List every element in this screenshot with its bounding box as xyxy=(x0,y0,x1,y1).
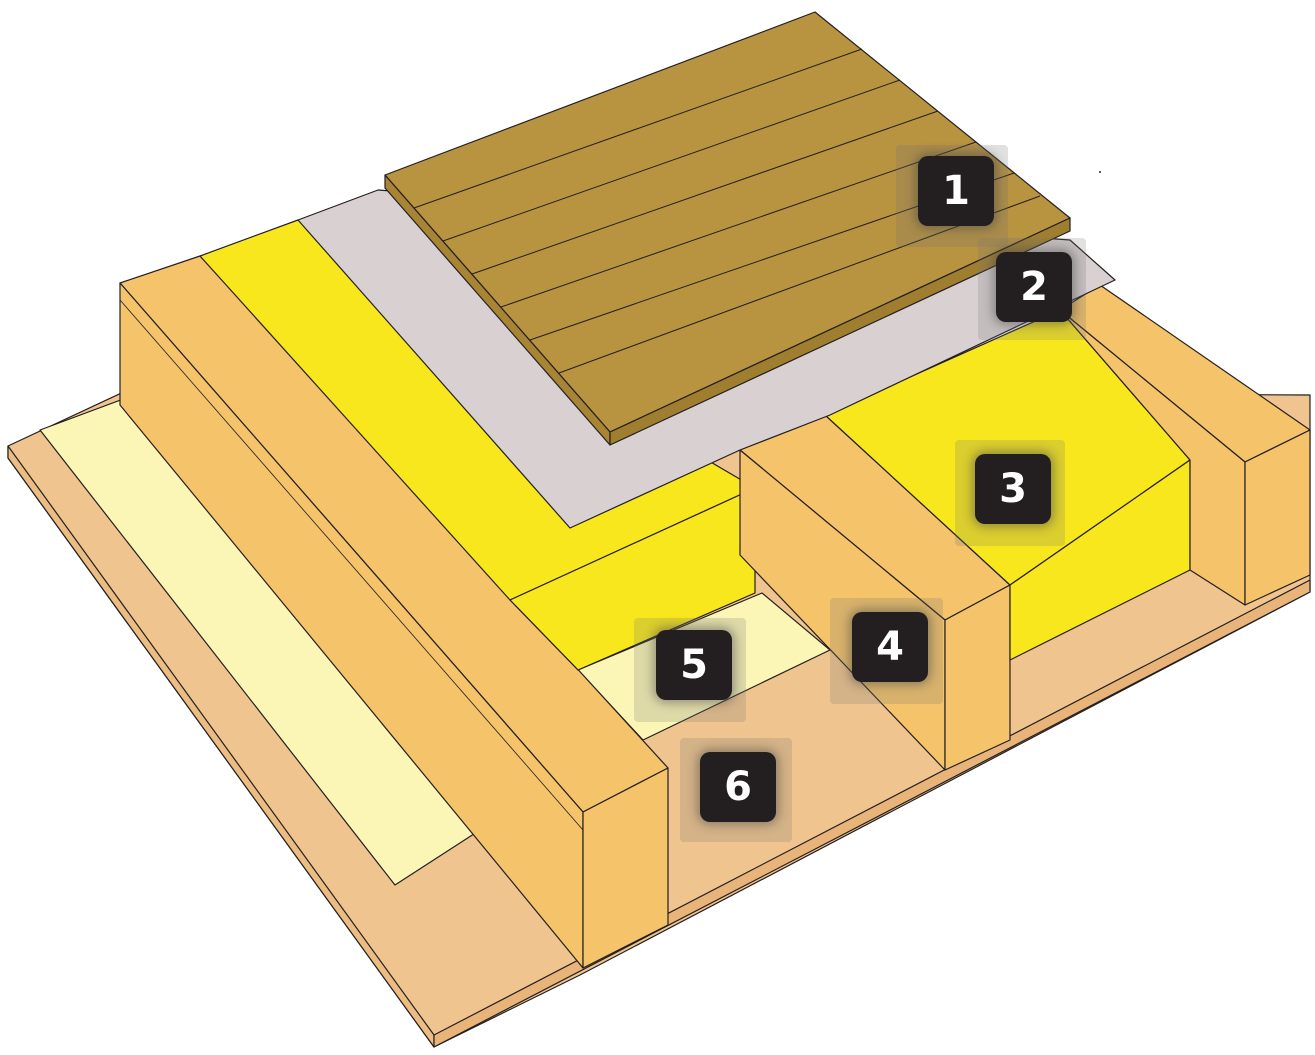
callout-badge-2: 2 xyxy=(996,252,1072,322)
callout-badge-6: 6 xyxy=(700,752,776,822)
callout-badge-4: 4 xyxy=(852,612,928,682)
callout-badge-1: 1 xyxy=(918,156,994,226)
callout-badge-5: 5 xyxy=(656,630,732,700)
callout-badge-3: 3 xyxy=(975,454,1051,524)
stray-dot xyxy=(1099,171,1101,173)
